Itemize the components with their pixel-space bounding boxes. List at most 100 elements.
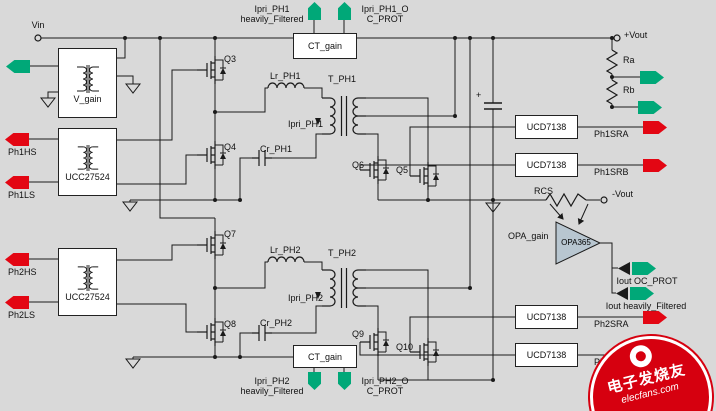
ipri-ph2-filtered-line2: heavily_Filtered [240,386,304,396]
components [40,49,618,369]
vout-neg-terminal [600,196,608,204]
vout-pos-terminal [613,34,621,42]
cr-ph2-label: Cr_PH2 [260,318,293,328]
watermark-badge: 电子发烧友 elecfans.com [577,326,716,411]
ct-gain-ph1-block: CT_gain [293,33,357,59]
opa365-label: OPA365 [561,238,591,247]
q9-label: Q9 [352,329,365,339]
q4-label: Q4 [224,142,237,152]
ucc27524-ph1-block: UCC27524 [58,128,117,196]
ct-gain-ph2-label: CT_gain [307,351,343,362]
ph1sra-port [643,121,667,134]
ph2ls-label: Ph2LS [8,310,36,320]
rcs-sense-arrow-1 [549,203,564,220]
ipri-ph1-current-arrow [315,118,321,125]
vin-label: Vin [31,20,45,30]
ph1sra-label: Ph1SRA [594,129,629,139]
iout-ocp-label: Iout OC_PROT [616,276,678,286]
ground-symbol [40,97,56,108]
q6-label: Q6 [352,160,365,170]
ipri-ph2-ocp-port [338,372,351,390]
ra-rb-tap-port [640,71,664,84]
ipri-ph2-ocp-line2: C_PROT [366,386,404,396]
iout-ocp-port [632,262,656,275]
ipri-ph2-ocp-label: Ipri_PH2_O C_PROT [352,376,418,396]
ipri-ph1-ocp-port [338,2,351,20]
opa365-opamp [555,221,602,265]
lr-ph2-inductor [267,256,305,263]
transformer-icon [76,64,99,93]
ipri-ph1-filtered-label: Ipri_PH1 heavily_Filtered [238,4,306,24]
v-gain-block: V_gain [58,48,117,118]
t-ph1-label: T_PH1 [328,74,357,84]
transformer-icon [77,144,98,171]
ground-symbol [125,358,141,369]
cap-plus-label: + [476,90,482,100]
ct-gain-ph1-label: CT_gain [307,41,343,51]
q10-label: Q10 [396,342,414,352]
q8-label: Q8 [224,319,237,329]
ground-symbol [125,83,141,94]
t-ph1-transformer [321,95,367,137]
vin-terminal [34,34,42,42]
ph2hs-label: Ph2HS [8,267,37,277]
ucd7138-ph1srb-block: UCD7138 [515,153,578,177]
cr-ph1-label: Cr_PH1 [260,144,293,154]
rb-label: Rb [623,85,635,95]
junction-dots [123,36,614,382]
ucd7138-ph2sra-block: UCD7138 [515,305,578,329]
ipri-ph2-filtered-port [308,372,321,390]
iout-filtered-label: Iout heavily_Filtered [605,301,687,311]
ph1hs-port [5,133,29,146]
ucd7138-ph1sra-block: UCD7138 [515,115,578,139]
ipri-ph2-current-arrow [315,292,321,299]
ipri-ph1-filtered-line1: Ipri_PH1 [254,4,290,14]
output-capacitor [483,102,503,110]
ucd7138-label: UCD7138 [526,350,567,360]
watermark: 电子发烧友 elecfans.com [566,326,716,411]
ucd7138-label: UCD7138 [526,122,567,132]
ipri-ph1-filtered-line2: heavily_Filtered [240,14,304,24]
ucd7138-label: UCD7138 [526,160,567,170]
ph2sra-port [643,311,667,324]
ipri-ph2-filtered-label: Ipri_PH2 heavily_Filtered [238,376,306,396]
q5-label: Q5 [396,165,409,175]
t-ph2-label: T_PH2 [328,248,357,258]
ph2hs-port [5,253,29,266]
ucd7138-ph2srb-block: UCD7138 [515,343,578,367]
ucc27524-ph2-block: UCC27524 [58,248,117,316]
q8-mosfet [196,317,227,347]
ph1hs-label: Ph1HS [8,147,37,157]
ph1srb-label: Ph1SRB [594,167,629,177]
q7-mosfet [196,230,227,260]
ipri-ph1-filtered-port [308,2,321,20]
ipri-ph1-label: Ipri_PH1 [288,119,324,129]
transformer-icon [77,264,98,291]
ipri-ph1-ocp-label: Ipri_PH1_O C_PROT [352,4,418,24]
q4-mosfet [196,140,227,170]
ra-resistor [606,49,618,75]
ipri-ph2-filtered-line1: Ipri_PH2 [254,376,290,386]
vout-pos-label: +Vout [624,30,648,40]
ucc27524-ph1-label: UCC27524 [65,171,110,182]
rcs-sense-arrow-2 [577,203,589,225]
ucd7138-label: UCD7138 [526,312,567,322]
rb-bottom-port [638,101,662,114]
ph1srb-port [643,159,667,172]
lr-ph1-inductor [267,82,305,89]
ph1ls-port [5,176,29,189]
ra-label: Ra [623,55,635,65]
ground-symbol [122,201,138,212]
watermark-logo-dot [634,350,647,363]
ph2ls-port [5,296,29,309]
ph1ls-label: Ph1LS [8,190,36,200]
ipri-ph1-ocp-line1: Ipri_PH1_O [361,4,409,14]
rb-resistor [606,79,618,105]
rcs-label: RCS [534,186,554,196]
v-gain-label: V_gain [73,93,102,104]
q3-label: Q3 [224,54,237,64]
ipri-ph1-ocp-line2: C_PROT [366,14,404,24]
terminals [34,34,621,204]
